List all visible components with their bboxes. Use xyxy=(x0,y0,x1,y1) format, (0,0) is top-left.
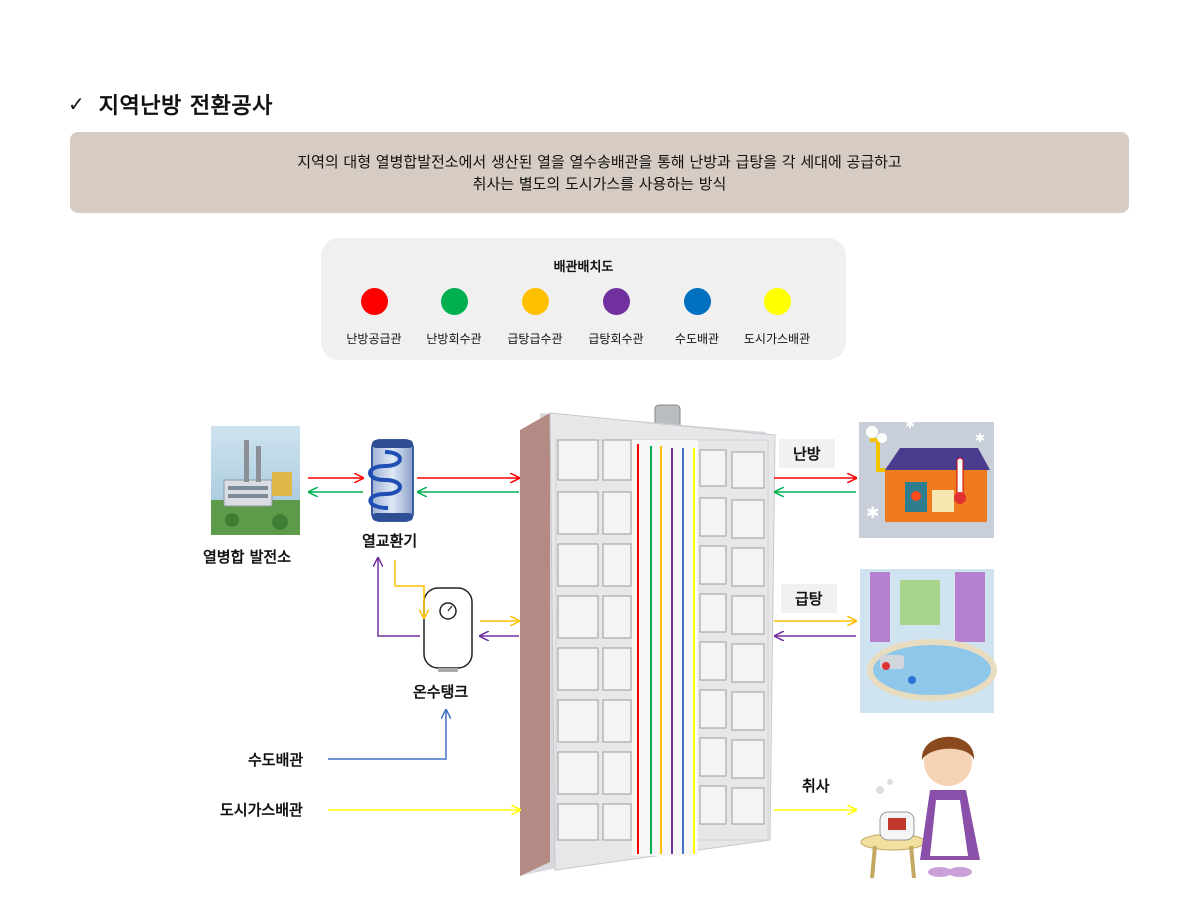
legend-label: 급탕회수관 xyxy=(588,332,644,346)
legend-item-water-pipe: 수도배관 xyxy=(652,288,742,347)
page-title: 지역난방 전환공사 xyxy=(98,94,273,119)
legend-dot xyxy=(763,288,791,315)
label-heat-exchanger: 열교환기 xyxy=(362,532,418,550)
legend-label: 수도배관 xyxy=(674,332,720,346)
label-power-plant: 열병합 발전소 xyxy=(203,548,292,566)
legend-item-hotwater-supply: 급탕급수관 xyxy=(490,288,580,347)
legend-item-heating-supply: 난방공급관 xyxy=(329,288,419,347)
heat-exchanger-image xyxy=(368,439,414,522)
legend-label: 급탕급수관 xyxy=(507,332,563,346)
legend-dot xyxy=(683,288,711,315)
label-hot-water-tank: 온수탱크 xyxy=(413,683,469,701)
heating-image: ✱ ✱ ✱ xyxy=(859,417,994,538)
title-row: ✓ 지역난방 전환공사 xyxy=(68,88,273,120)
legend-title: 배관배치도 xyxy=(553,260,614,275)
arrow-hotwater-return-to-exchanger xyxy=(378,558,420,637)
legend-dot xyxy=(360,288,388,315)
legend-dot xyxy=(440,288,468,315)
legend-item-gas-pipe: 도시가스배관 xyxy=(732,288,822,347)
svg-text:✱: ✱ xyxy=(866,503,879,522)
svg-text:✱: ✱ xyxy=(975,431,985,445)
legend-label: 난방회수관 xyxy=(426,332,482,346)
description-box: 지역의 대형 열병합발전소에서 생산된 열을 열수송배관을 통해 난방과 급탕을… xyxy=(70,132,1129,213)
label-gas-pipe: 도시가스배관 xyxy=(220,801,303,819)
legend-label: 난방공급관 xyxy=(346,332,402,346)
hot-water-image xyxy=(860,569,997,713)
description-line-2: 취사는 별도의 도시가스를 사용하는 방식 xyxy=(472,174,727,193)
label-heating: 난방 xyxy=(779,439,835,468)
legend-dot xyxy=(602,288,630,315)
hot-water-tank-image xyxy=(423,587,473,672)
apartment-building xyxy=(520,404,776,876)
power-plant-image xyxy=(211,426,300,535)
label-cooking: 취사 xyxy=(802,777,830,795)
legend-item-hotwater-return: 급탕회수관 xyxy=(571,288,661,347)
check-icon: ✓ xyxy=(68,92,85,116)
legend-item-heating-return: 난방회수관 xyxy=(409,288,499,347)
description-line-1: 지역의 대형 열병합발전소에서 생산된 열을 열수송배관을 통해 난방과 급탕을… xyxy=(297,152,902,171)
label-hot-water: 급탕 xyxy=(781,584,837,613)
arrow-hotwater-to-tank xyxy=(394,560,424,618)
arrow-water-pipe-to-tank xyxy=(328,710,446,760)
cooking-image xyxy=(860,736,980,879)
legend-label: 도시가스배관 xyxy=(743,332,811,346)
label-water-pipe: 수도배관 xyxy=(248,751,304,769)
svg-text:✱: ✱ xyxy=(905,417,915,431)
pipe-legend: 배관배치도 난방공급관 난방회수관 급탕급수관 급탕회수관 수도배관 도시가스배… xyxy=(321,238,846,360)
legend-dot xyxy=(521,288,549,315)
